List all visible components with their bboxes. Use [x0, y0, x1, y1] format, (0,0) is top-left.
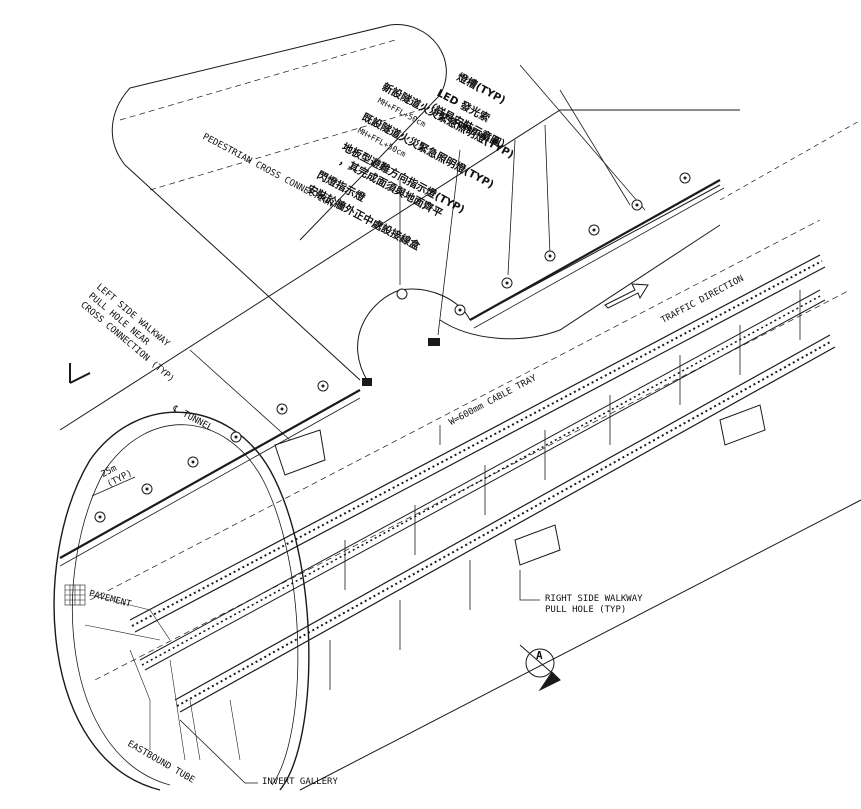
cross-passage-arch — [357, 288, 471, 386]
left-walkway-strip — [59, 389, 361, 559]
orientation-arrow — [69, 363, 91, 384]
floor-indicator-icon — [428, 338, 440, 346]
section-marker-label: A — [536, 649, 543, 662]
right-upper-strip — [469, 179, 721, 321]
traffic-arrow — [604, 283, 649, 309]
cable-tray-lower — [174, 334, 836, 713]
cross-connection-outline — [129, 24, 447, 241]
tunnel-bottom-edge — [299, 499, 861, 791]
cable-tray-middle — [139, 289, 826, 671]
tunnel-portal-ring — [53, 411, 310, 791]
right-pull-hole — [514, 524, 561, 566]
tunnel-portal-ring-inner — [71, 424, 299, 786]
cable-tray-upper — [129, 254, 826, 633]
invert-gallery-label: INVERT GALLERY — [262, 777, 338, 787]
right-walkway-label-2: PULL HOLE (TYP) — [545, 605, 627, 615]
flash-indicator-icon — [362, 378, 372, 386]
tunnel-top-edge — [59, 109, 740, 431]
right-pull-hole-2 — [719, 404, 766, 446]
left-pull-hole — [274, 429, 326, 476]
right-walkway-label-1: RIGHT SIDE WALKWAY — [545, 594, 643, 604]
cross-connection-top — [111, 87, 361, 381]
section-marker-circle — [525, 648, 555, 678]
wall-lamp-icon — [396, 288, 408, 300]
